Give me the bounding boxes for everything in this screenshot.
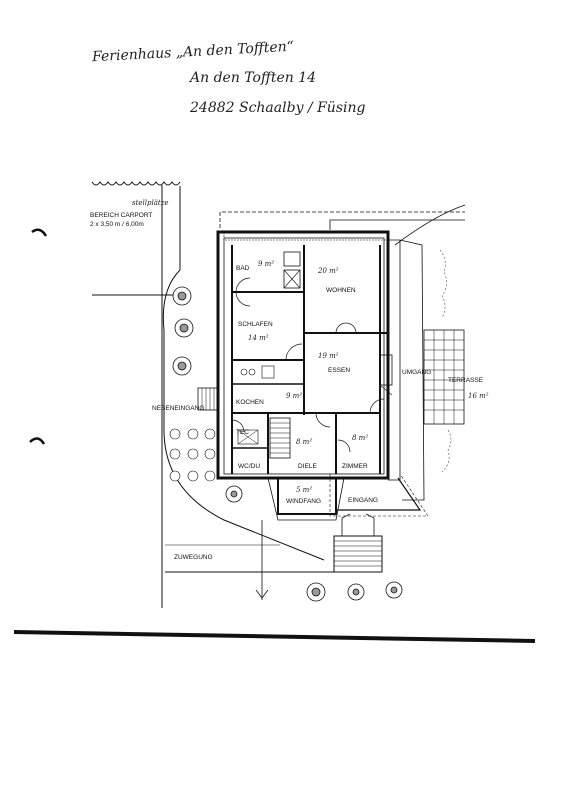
room-zimmer-area: 8 m² — [352, 434, 368, 442]
header-street: An den Tofften 14 — [190, 70, 317, 86]
carport-title: BEREICH CARPORT — [90, 212, 152, 219]
eingang-roof — [329, 473, 429, 517]
room-schlafen-label: SCHLAFEN — [238, 321, 273, 328]
shower-x2 — [283, 269, 301, 289]
umgang-outer — [399, 239, 425, 501]
punch-mark-bottom — [29, 437, 46, 445]
tec-x2 — [237, 429, 259, 445]
umgang-outline — [388, 239, 401, 481]
bottom-rule — [13, 630, 536, 643]
carport-note: stellplätze — [132, 199, 169, 207]
room-windfang-label: WINDFANG — [286, 498, 321, 505]
windfang-outline — [277, 478, 337, 515]
stairs — [269, 417, 291, 459]
room-kochen-area: 9 m² — [286, 392, 302, 400]
nebeneingang-label: NEBENEINGANG — [152, 405, 204, 412]
punch-mark-top — [31, 228, 48, 237]
terrace-grid — [423, 329, 465, 425]
room-essen-area: 19 m² — [318, 352, 339, 360]
room-schlafen-area: 14 m² — [248, 334, 269, 342]
site-boundary-top-2 — [329, 219, 465, 230]
door-bad — [235, 277, 251, 293]
windfang-roof — [267, 477, 345, 521]
tec-box — [237, 429, 259, 445]
room-tec-label: TEC — [236, 429, 249, 436]
room-diele-label: DIELE — [298, 463, 317, 470]
stove-2 — [248, 368, 256, 376]
room-bad-area: 9 m² — [258, 260, 274, 268]
door-tec — [231, 419, 245, 433]
site-boundary-right — [394, 204, 466, 246]
door-diele — [315, 412, 331, 428]
door-essen — [369, 398, 385, 414]
zuwegung-label: ZUWEGUNG — [174, 554, 213, 561]
bath-fixture — [283, 251, 301, 267]
carport-curve — [162, 269, 325, 561]
room-windfang-area: 5 m² — [296, 486, 312, 494]
room-kochen-label: KOCHEN — [236, 399, 264, 406]
stove-1 — [240, 368, 248, 376]
terrasse-label: TERRASSE — [448, 377, 484, 384]
umgang-label: UMGANG — [402, 369, 431, 376]
side-entrance-steps — [197, 387, 219, 411]
terrace-door-swing — [379, 384, 393, 396]
room-wohnen-label: WOHNEN — [326, 287, 356, 294]
terrace-door — [379, 354, 393, 386]
header-city: 24882 Schaalby / Füsing — [190, 100, 366, 116]
room-zimmer-label: ZIMMER — [342, 463, 368, 470]
site-boundary-top — [219, 211, 465, 228]
top-wall-strip — [223, 231, 389, 241]
carport-dims: 2 x 3,50 m / 6,00m — [90, 221, 144, 228]
room-wohnen-area: 20 m² — [317, 267, 339, 275]
sink — [261, 365, 275, 379]
room-wcdu-label: WC/DU — [238, 463, 260, 470]
tree-icon — [172, 286, 403, 602]
right-hedge — [439, 249, 452, 473]
shrub-icon — [169, 428, 216, 482]
entrance-steps — [333, 513, 383, 573]
door-wohnen — [335, 322, 357, 334]
room-essen-label: ESSEN — [328, 367, 350, 374]
room-eingang-label: EINGANG — [348, 497, 378, 504]
door-zimmer — [337, 439, 351, 453]
house-outline-inner — [223, 237, 385, 475]
room-diele-area: 8 m² — [296, 438, 312, 446]
eingang-outline — [335, 477, 422, 511]
terrasse-area: 16 m² — [468, 392, 489, 400]
axis-arrow — [255, 589, 269, 599]
shower-fixture — [283, 269, 301, 289]
room-bad-label: BAD — [236, 265, 250, 272]
door-schlafen — [235, 291, 251, 307]
door-kueche — [285, 343, 303, 361]
carport-edge — [91, 181, 181, 186]
